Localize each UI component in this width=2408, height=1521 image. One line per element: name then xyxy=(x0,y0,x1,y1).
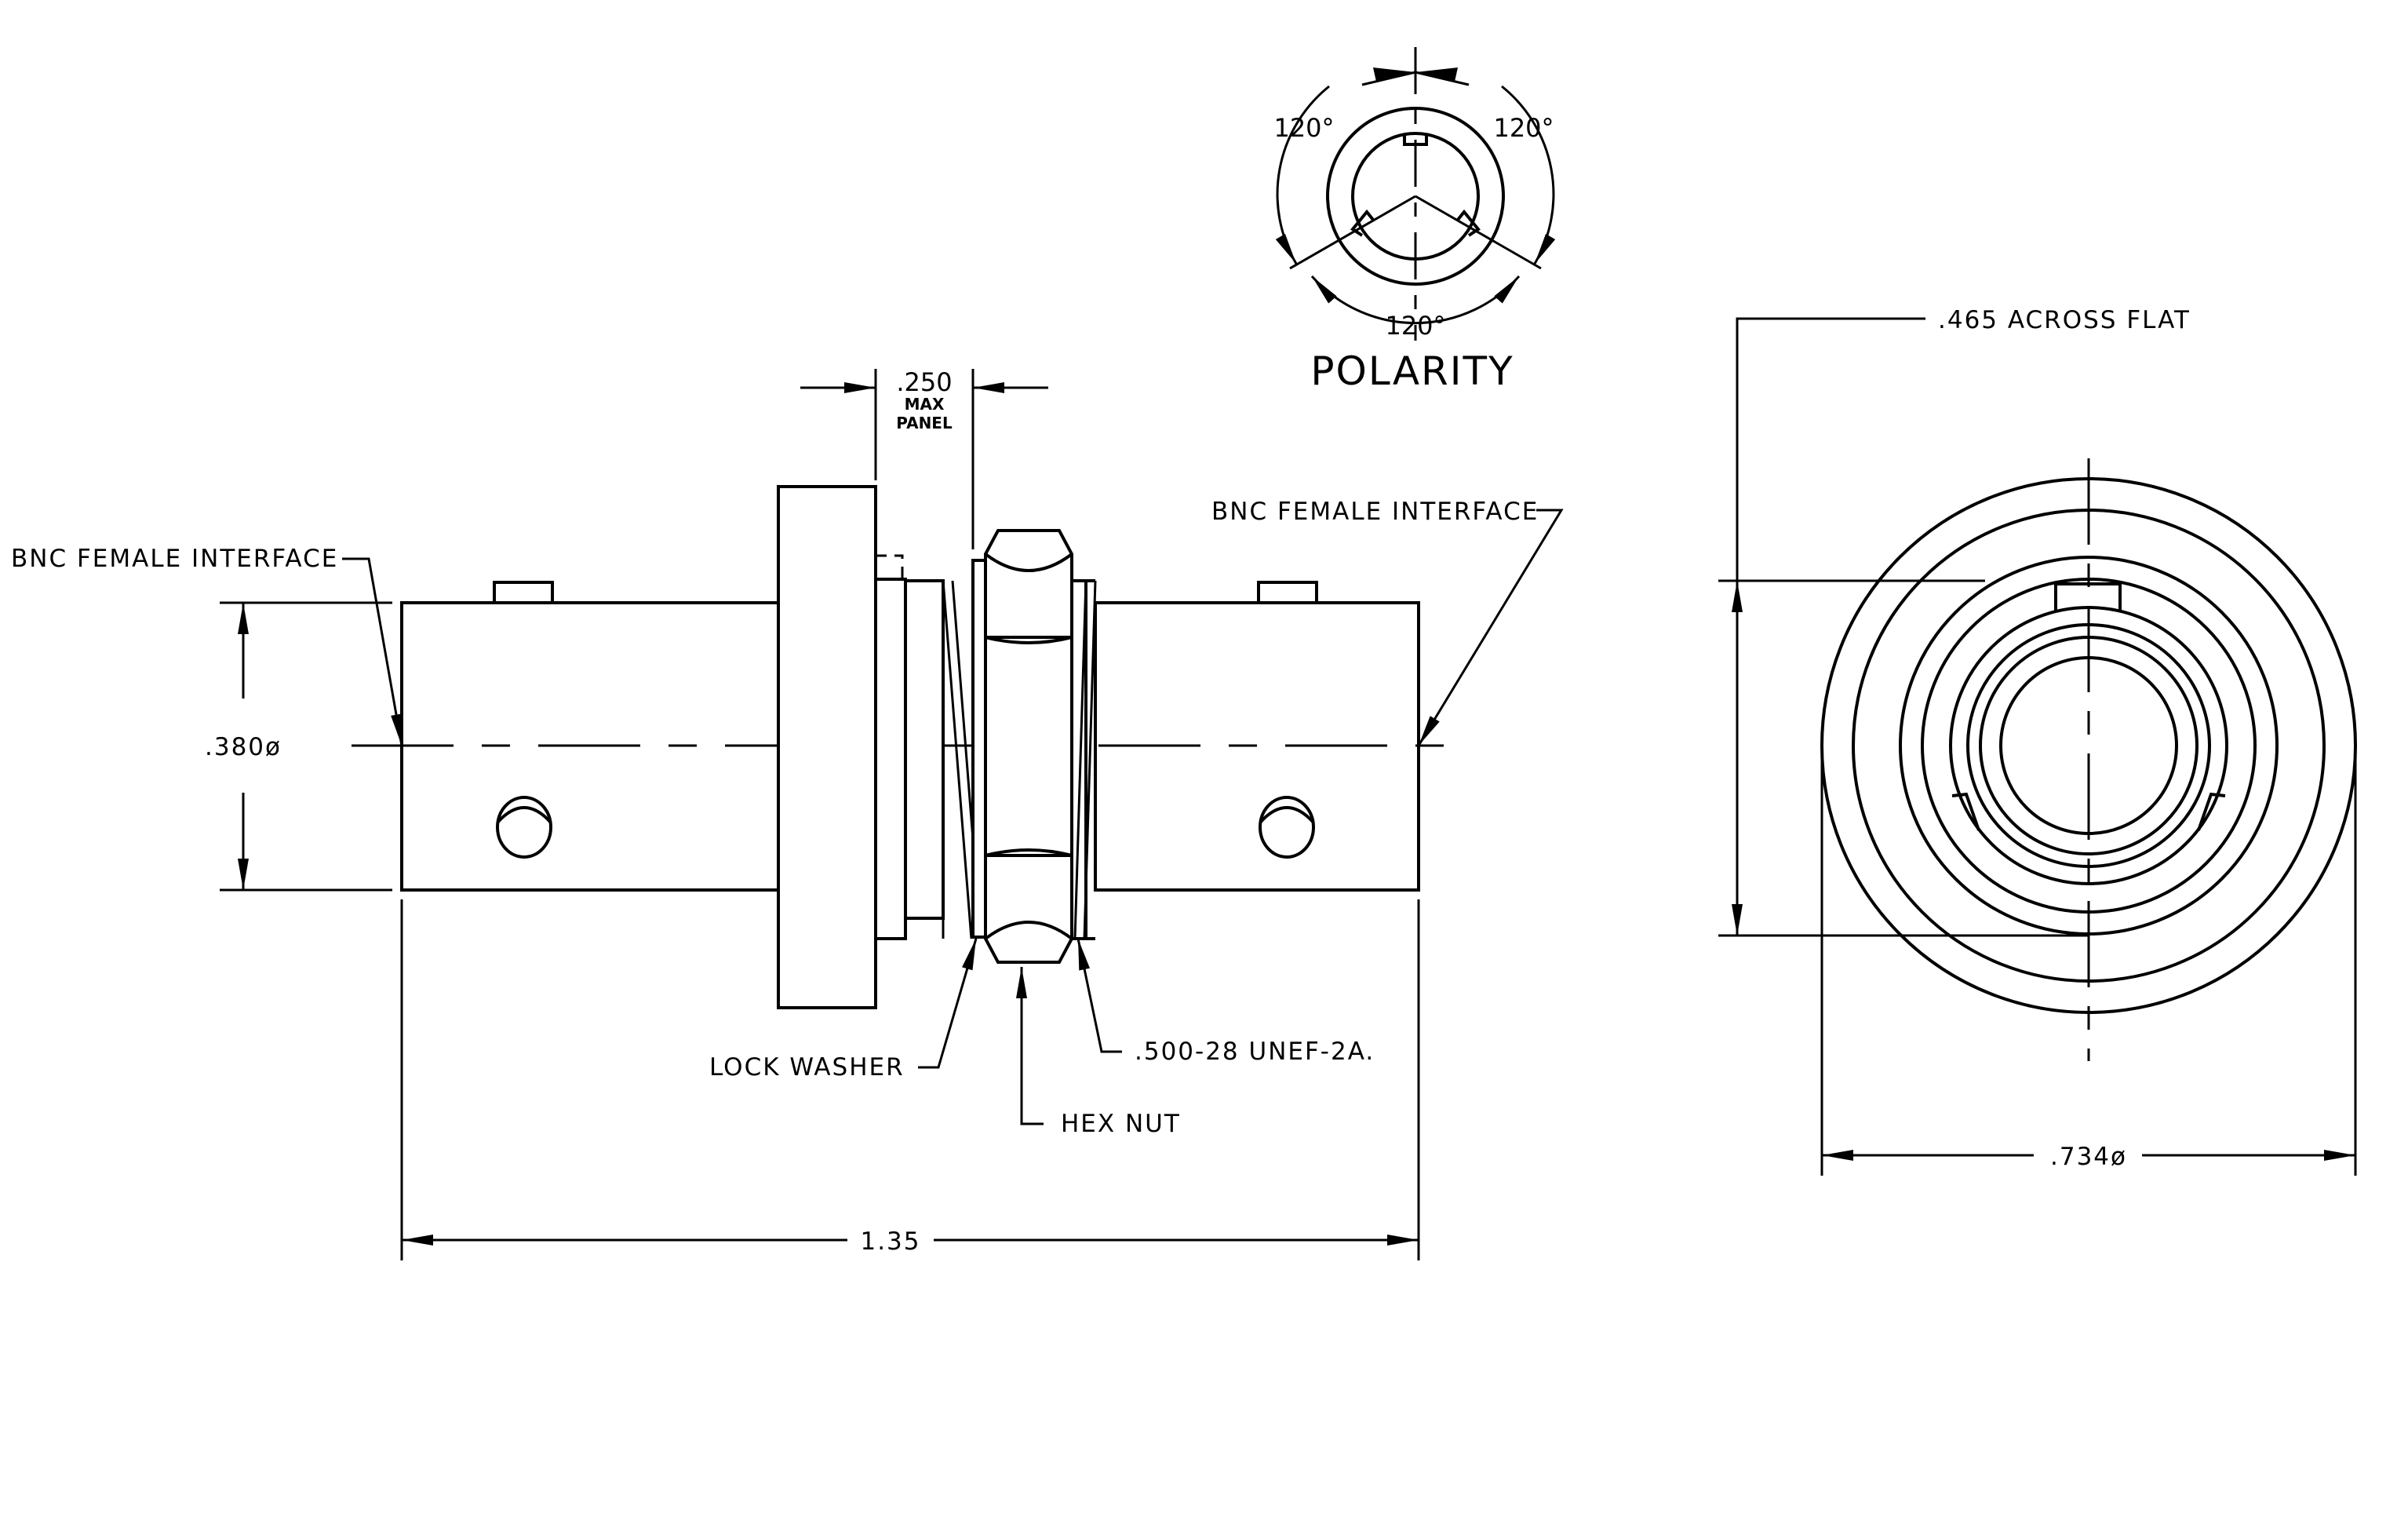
dim-length-text: 1.35 xyxy=(860,1227,920,1256)
angle-right: 120° xyxy=(1493,113,1554,143)
right-bayonet-pin-top xyxy=(1257,581,1318,604)
bnc-right-label: BNC FEMALE INTERFACE xyxy=(1211,498,1539,526)
dim-overall-length: 1.35 xyxy=(400,899,1420,1260)
end-view: .465 ACROSS FLAT .734ø xyxy=(1718,306,2357,1176)
dim-380-text: .380ø xyxy=(205,733,282,761)
bnc-left-label: BNC FEMALE INTERFACE xyxy=(11,545,338,573)
thread-callout: .500-28 UNEF-2A. xyxy=(1076,938,1375,1066)
side-view: .250 MAX PANEL .380ø 1.35 BNC FEMALE INT… xyxy=(11,367,1564,1260)
lock-washer-callout: LOCK WASHER xyxy=(709,938,978,1081)
dim-panel-thickness: .250 MAX PANEL xyxy=(800,367,1048,549)
bnc-right-callout: BNC FEMALE INTERFACE xyxy=(1211,498,1564,746)
hex-nut xyxy=(984,529,1073,964)
thread-label: .500-28 UNEF-2A. xyxy=(1135,1038,1375,1066)
bnc-left-callout: BNC FEMALE INTERFACE xyxy=(11,545,403,746)
across-flat-label: .465 ACROSS FLAT xyxy=(1938,306,2191,334)
angle-left: 120° xyxy=(1273,113,1334,143)
polarity-title: POLARITY xyxy=(1310,348,1514,394)
lock-washer-label: LOCK WASHER xyxy=(709,1053,905,1081)
polarity-view: 120° 120° 120° POLARITY xyxy=(1273,47,1556,394)
hex-nut-callout: HEX NUT xyxy=(1016,967,1181,1138)
dim-panel-panel: PANEL xyxy=(896,414,953,432)
dim-across-flat: .465 ACROSS FLAT xyxy=(1718,306,2191,937)
flange xyxy=(777,485,877,1009)
dim-734-diameter: .734ø xyxy=(1820,753,2357,1176)
thread-shell xyxy=(904,579,945,920)
dim-panel-max: MAX xyxy=(905,395,945,414)
dim-380-diameter: .380ø xyxy=(205,601,392,892)
left-bayonet-pin-top xyxy=(493,581,554,604)
right-bayonet-stud xyxy=(1259,796,1315,859)
dim-734-text: .734ø xyxy=(2050,1143,2127,1171)
angle-bottom: 120° xyxy=(1385,311,1445,341)
panel-step xyxy=(874,578,907,940)
dim-panel-value: .250 xyxy=(896,367,952,397)
panel-recess-hidden xyxy=(876,554,904,581)
hex-nut-label: HEX NUT xyxy=(1061,1110,1181,1138)
lock-washer xyxy=(971,559,987,939)
left-bayonet-stud xyxy=(496,796,552,859)
